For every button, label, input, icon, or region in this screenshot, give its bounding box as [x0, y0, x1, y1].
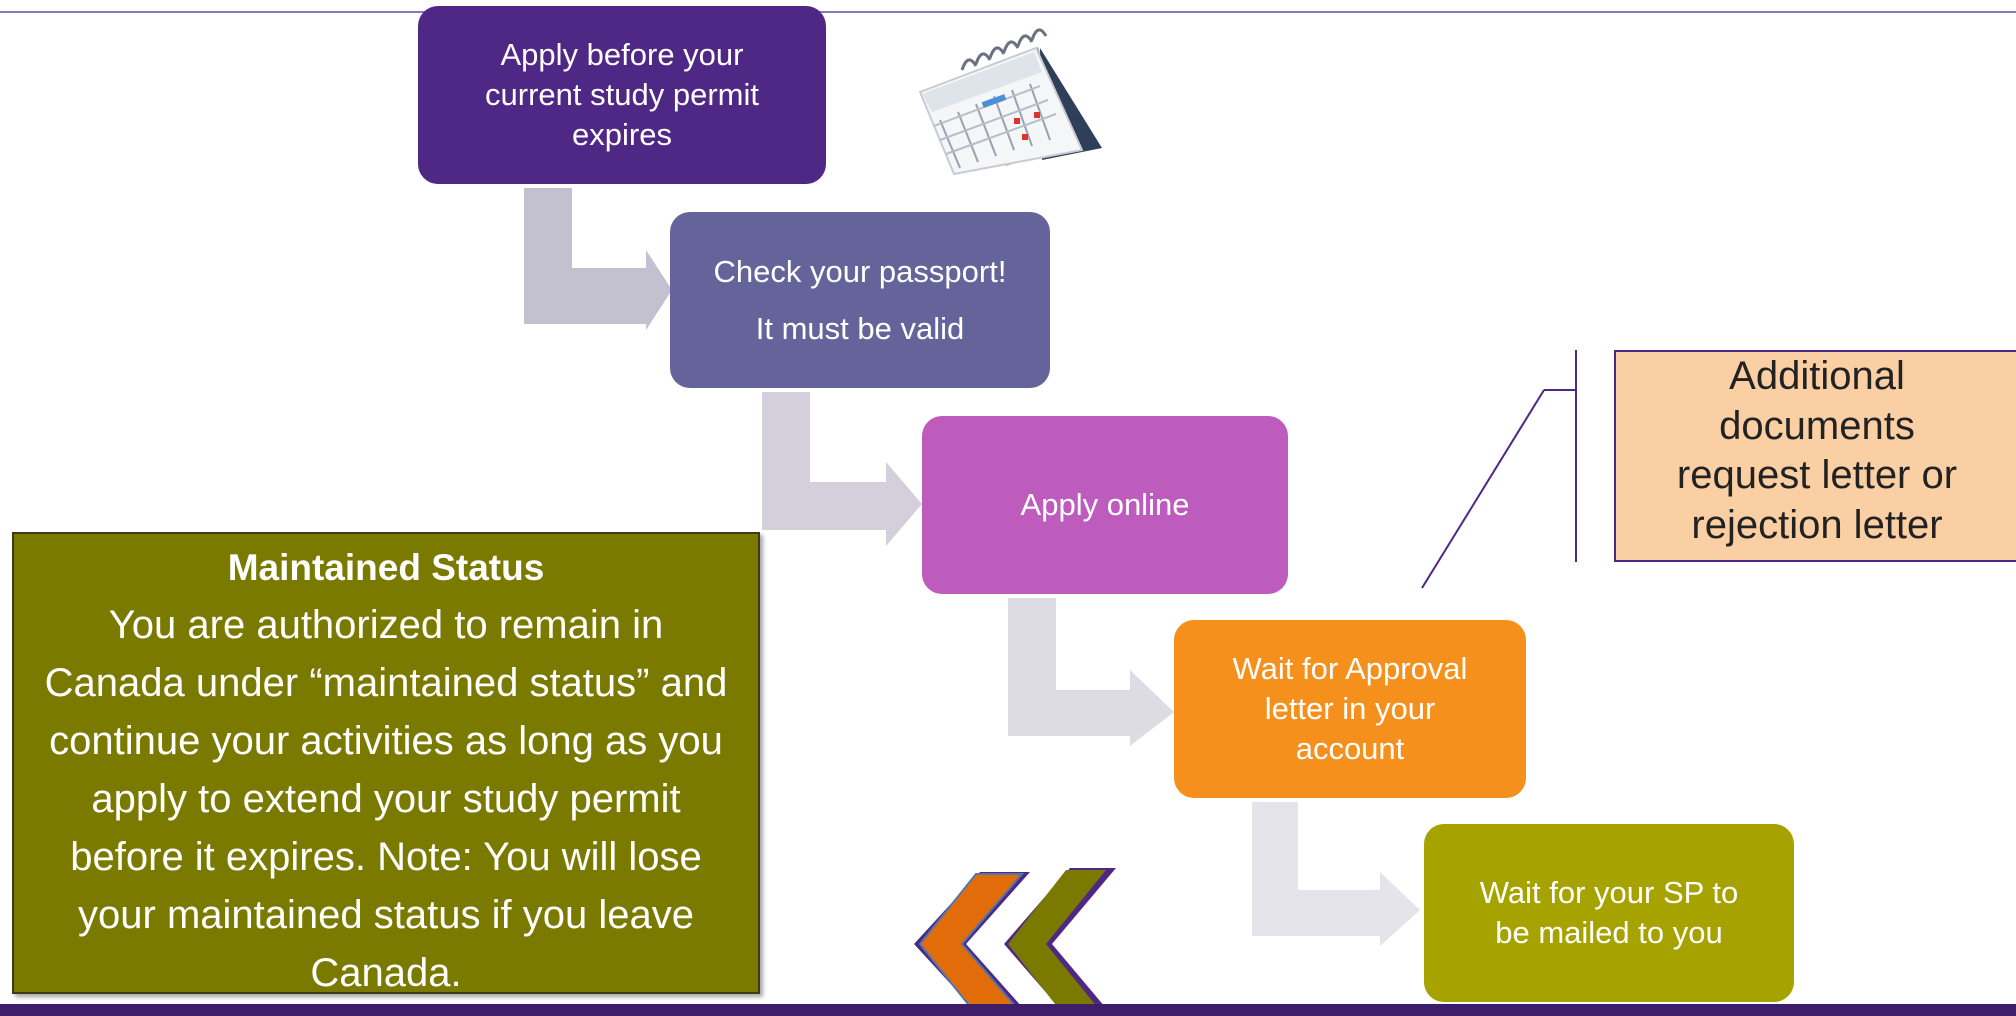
step-4-label: Wait for Approval letter in your account [1232, 650, 1468, 767]
step-apply-online: Apply online [922, 416, 1288, 594]
connector-arrow-1 [524, 188, 672, 330]
additional-documents-callout: Additional documents request letter or r… [1614, 350, 2016, 562]
step-wait-mailed: Wait for your SP to be mailed to you [1424, 824, 1794, 1002]
maintained-status-box: Maintained Status You are authorized to … [12, 532, 760, 995]
step-2-label: Check your passport! It must be valid [713, 253, 1007, 346]
bottom-bar [0, 1004, 2016, 1016]
callout-connector-line [1421, 350, 1577, 589]
maintained-status-body: You are authorized to remain in Canada u… [44, 602, 728, 995]
step-wait-approval: Wait for Approval letter in your account [1174, 620, 1526, 798]
connector-arrow-2 [762, 392, 922, 546]
connector-arrow-4 [1252, 802, 1420, 946]
maintained-status-title: Maintained Status [227, 547, 545, 588]
top-divider-line [0, 11, 2016, 13]
callout-text: Additional documents request letter or r… [1676, 354, 1958, 547]
back-chevrons-icon [914, 868, 1116, 1016]
step-5-label: Wait for your SP to be mailed to you [1479, 874, 1739, 950]
step-apply-before-expiry: Apply before your current study permit e… [418, 6, 826, 184]
connector-arrow-3 [1008, 598, 1174, 746]
step-3-label: Apply online [1020, 486, 1190, 522]
calendar-icon [918, 28, 1102, 176]
step-1-label: Apply before your current study permit e… [485, 36, 759, 153]
step-check-passport: Check your passport! It must be valid [670, 212, 1050, 388]
